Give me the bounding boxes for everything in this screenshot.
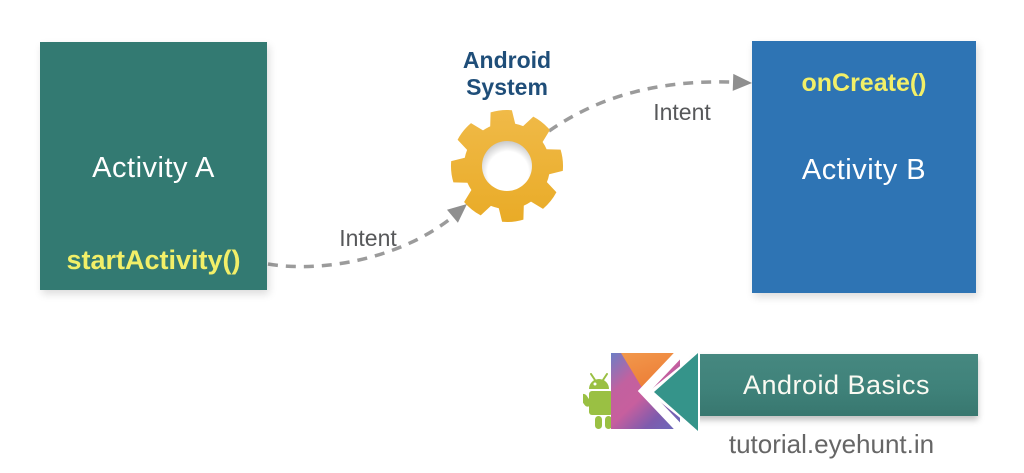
activity-a-box: Activity A startActivity() [40, 42, 267, 290]
intent-label-1: Intent [339, 225, 397, 251]
android-robot-icon [583, 373, 613, 429]
android-system-line2: System [466, 74, 548, 100]
intent-label-2: Intent [653, 99, 711, 125]
activity-a-title: Activity A [92, 152, 215, 184]
android-system-line1: Android [462, 47, 552, 73]
activity-b-title: Activity B [801, 154, 927, 186]
activity-b-method: onCreate() [801, 69, 927, 97]
intent-arrow-system-to-b [548, 80, 732, 133]
intent-arrow-a-to-system [267, 213, 457, 269]
arrowhead-system-to-b [732, 73, 752, 91]
tutorial-url: tutorial.eyehunt.in [728, 429, 935, 459]
activity-b-box: onCreate() Activity B [752, 41, 976, 293]
android-basics-ribbon: Android Basics [695, 354, 978, 416]
android-system-label: Android System [447, 47, 567, 101]
gear-icon [450, 109, 564, 223]
arrowhead-a-to-system [446, 204, 467, 223]
activity-a-method: startActivity() [66, 245, 241, 275]
android-basics-label: Android Basics [742, 369, 931, 400]
